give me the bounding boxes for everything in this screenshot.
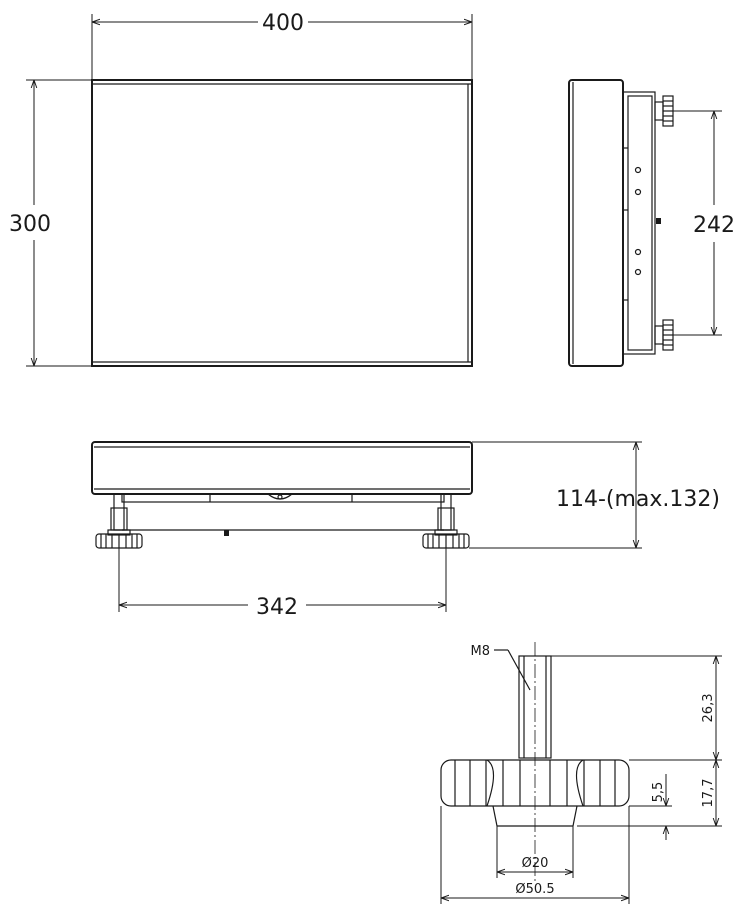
- side-view: 242: [568, 79, 735, 367]
- foot-detail: M8 26,3 17,7 5,5 Ø20 Ø50.5: [440, 642, 722, 904]
- dim-foot-spacing-242: 242: [693, 213, 735, 238]
- side-view-platform: [568, 79, 624, 367]
- dim-height-114: 114-(max.132): [556, 487, 720, 512]
- top-view: 400 300: [9, 11, 473, 367]
- dim-width-400: 400: [262, 11, 304, 36]
- dim-knob-diameter: Ø50.5: [515, 882, 554, 897]
- label-thread-m8: M8: [471, 644, 491, 659]
- dim-base-height: 5,5: [651, 782, 666, 803]
- dim-foot-spacing-342: 342: [256, 595, 298, 620]
- side-view-frame: [622, 91, 656, 355]
- front-view-platform: [91, 441, 473, 495]
- front-view: 114-(max.132) 342: [91, 441, 720, 620]
- dim-base-diameter: Ø20: [522, 856, 549, 871]
- dim-foot-height: 17,7: [701, 779, 716, 808]
- dim-stud-length: 26,3: [701, 694, 716, 723]
- top-view-platform: [91, 79, 473, 367]
- front-view-frame: [121, 493, 445, 503]
- dim-depth-300: 300: [9, 212, 51, 237]
